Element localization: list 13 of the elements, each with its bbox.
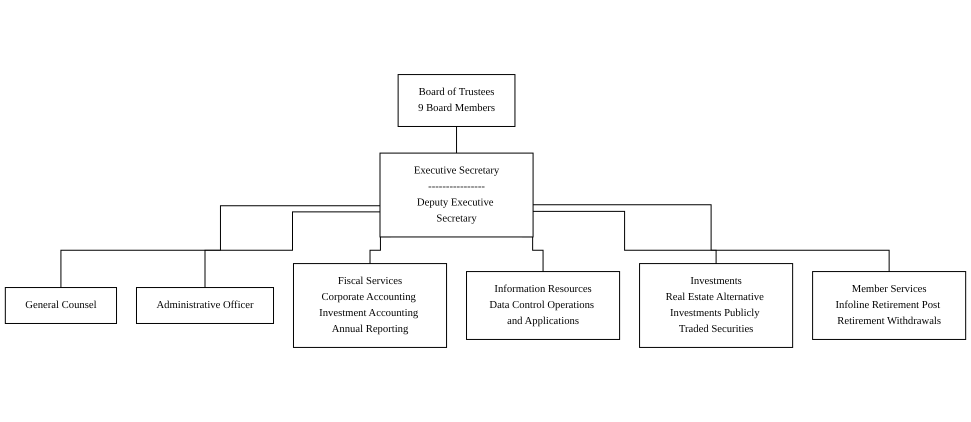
node-box: Investments Real Estate Alternative Investments Publicly Traded Securities bbox=[639, 263, 794, 348]
connector bbox=[204, 211, 380, 288]
node-box: General Counsel bbox=[4, 287, 118, 324]
node-box: Information Resources Data Control Operations and Applications bbox=[466, 271, 620, 340]
node-box: Board of Trustees 9 Board Members bbox=[398, 74, 516, 127]
connector bbox=[60, 205, 380, 288]
node-box: Administrative Officer bbox=[136, 287, 274, 324]
node-box: Member Services Infoline Retirement Post Retirement Withdrawals bbox=[812, 271, 966, 340]
connector bbox=[456, 126, 458, 154]
connector bbox=[532, 204, 890, 272]
node-box: Executive Secretary ---------------- Deputy Executive Secretary bbox=[380, 152, 534, 238]
node-box: Fiscal Services Corporate Accounting Investment Accounting Annual Reporting bbox=[292, 263, 448, 348]
connector bbox=[532, 210, 717, 264]
